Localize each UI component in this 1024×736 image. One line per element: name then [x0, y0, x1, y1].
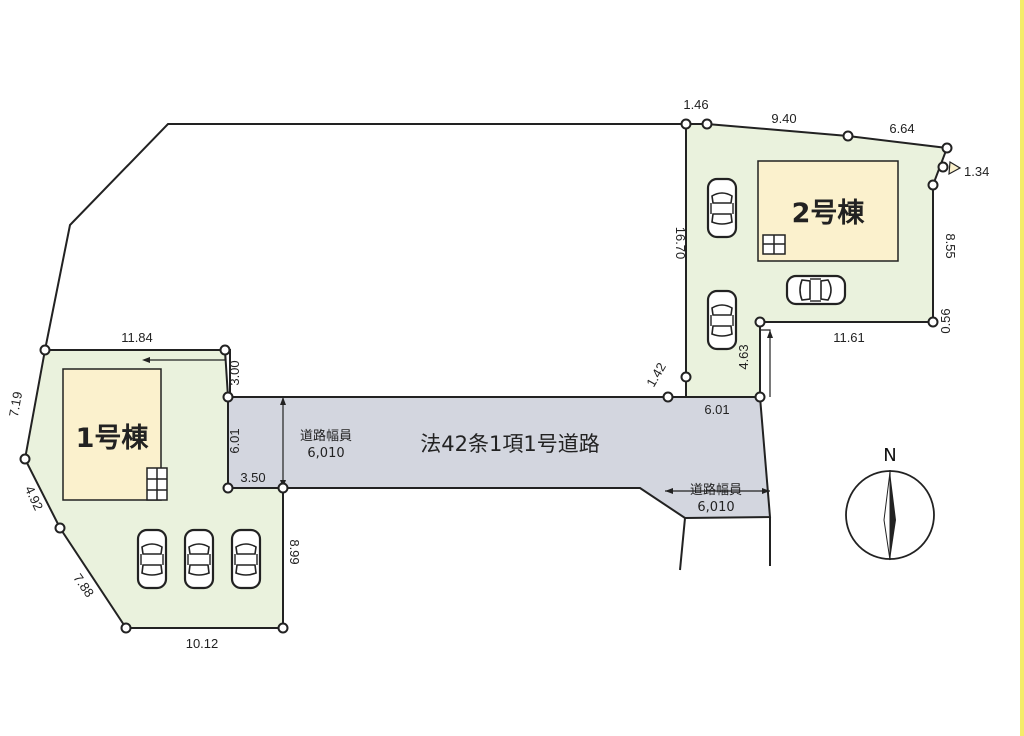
- car-icon: [706, 177, 738, 239]
- north-label: N: [883, 445, 896, 466]
- dim-label: 7.19: [6, 390, 25, 418]
- dim-label: 3.00: [227, 360, 242, 385]
- entrance-icon-1: [146, 467, 168, 501]
- entrance-icon-2: [762, 234, 786, 255]
- dim-label: 6.01: [704, 402, 729, 417]
- leader-line: [760, 329, 771, 397]
- road-width-value: 6,010: [697, 500, 734, 515]
- building-1-label: 1号棟: [76, 423, 150, 454]
- dim-label: 3.50: [240, 470, 265, 485]
- road-width-label: 道路幅員: [690, 482, 742, 498]
- dim-label: 0.56: [938, 308, 953, 333]
- car-icon: [183, 528, 215, 590]
- dim-label: 6.64: [889, 121, 914, 136]
- building-1: [62, 368, 162, 501]
- car-icon: [706, 289, 738, 351]
- dim-label: 8.55: [943, 233, 958, 258]
- road-width-label: 道路幅員: [300, 428, 352, 444]
- survey-points: [19, 118, 953, 634]
- dim-label: 10.12: [186, 636, 219, 651]
- road-edge-left: [679, 517, 686, 571]
- edge-stripe: [1020, 0, 1024, 736]
- north-compass: N: [845, 445, 935, 561]
- road-area: [227, 396, 772, 520]
- dim-label: 1.34: [964, 164, 989, 179]
- dim-label: 11.61: [833, 330, 865, 345]
- arrow-head: [142, 357, 150, 363]
- dim-label: 9.40: [771, 111, 796, 126]
- corner-triangle: [948, 160, 962, 176]
- car-icon: [136, 528, 168, 590]
- dim-label: 16.70: [673, 227, 688, 260]
- dim-label: 11.84: [121, 330, 153, 345]
- car-icon: [230, 528, 262, 590]
- road-name: 法42条1項1号道路: [420, 432, 599, 456]
- road-width-value: 6,010: [307, 446, 344, 461]
- dim-label: 8.99: [287, 539, 302, 564]
- dim-label: 1.46: [683, 97, 708, 112]
- dim-label: 6.01: [227, 428, 242, 453]
- building-2-label: 2号棟: [792, 198, 866, 229]
- car-icon: [785, 274, 847, 306]
- dim-label: 4.63: [736, 344, 751, 369]
